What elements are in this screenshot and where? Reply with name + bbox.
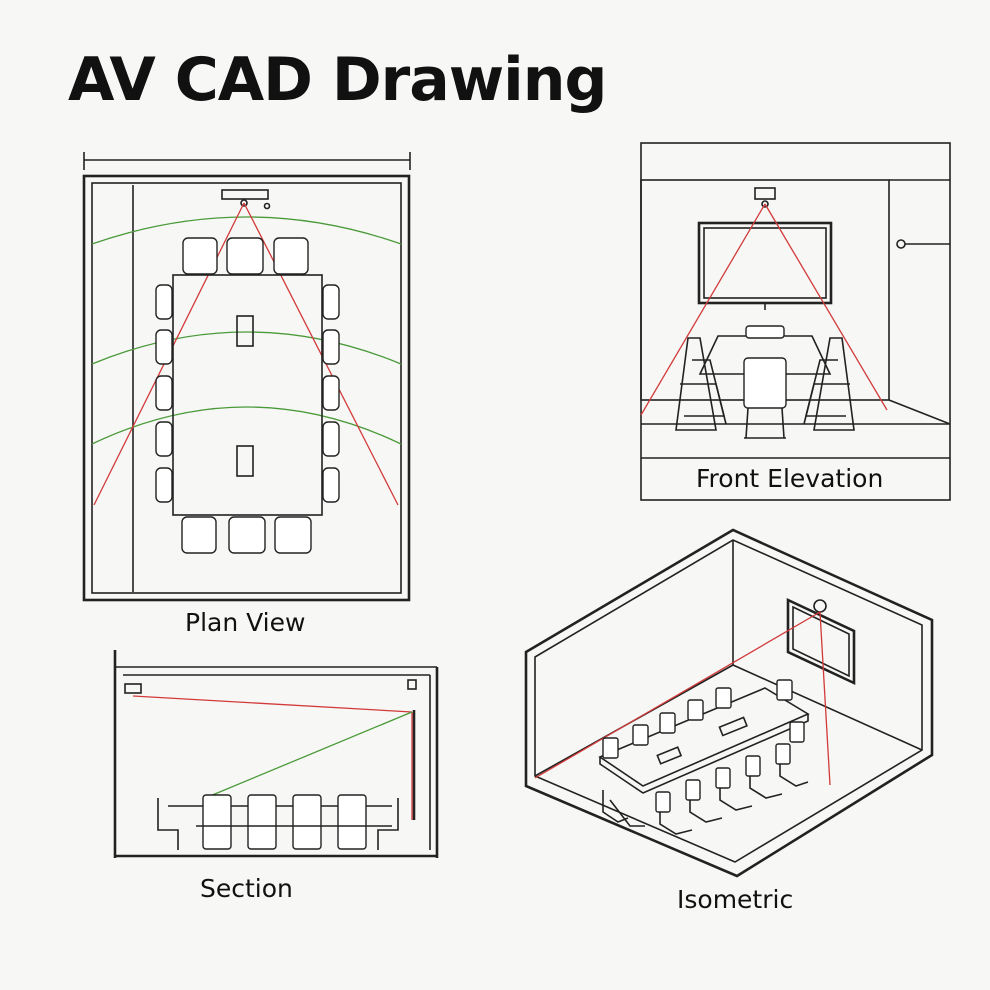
elevation-display [697,221,833,305]
iso-outer-box [524,528,934,878]
elevation-camera [754,187,776,200]
section-display-mount [407,679,417,690]
plan-view [82,152,411,602]
iso-floor-box-2 [718,716,748,737]
plan-view-label: Plan View [185,608,306,637]
iso-display-screen [792,605,850,678]
iso-floor-box-1 [656,746,683,765]
iso-chairs-front-row [602,721,809,835]
elevation-chairs [675,325,855,439]
plan-coverage-arc-3 [91,406,402,445]
iso-table-edge [599,714,809,794]
section-viewing-line [209,711,413,797]
elevation-camera-view-right [764,203,888,411]
elevation-display-screen [703,227,827,299]
plan-conference-table [172,274,323,516]
elevation-wall-plate-icon [896,239,906,249]
iso-table [598,687,810,787]
iso-camera-view-right [819,611,831,786]
isometric-label: Isometric [677,885,794,914]
elevation-floor-edge-right [888,399,951,425]
plan-mic-icon [263,202,271,210]
plan-outer-wall [82,174,411,602]
front-elevation-view [640,142,951,501]
section-label: Section [200,874,293,903]
plan-camera-bar [221,189,269,200]
plan-coverage-arc-2 [91,331,402,365]
plan-chairs-top [182,237,309,275]
iso-camera-icon [813,599,827,613]
section-chairs [157,794,399,850]
elevation-camera-lens-icon [761,200,769,208]
iso-display [786,597,856,686]
iso-chairs-back-row [602,679,793,759]
iso-camera-view-left [534,611,821,779]
plan-chairs-bottom [181,516,312,554]
elevation-camera-view-left [640,203,766,416]
plan-camera-view-right [243,202,399,506]
front-elevation-label: Front Elevation [696,464,884,493]
drawing-title: AV CAD Drawing [68,45,607,115]
plan-floor-box-1 [236,315,254,347]
elevation-frame [640,142,951,501]
section-camera-view-line [132,695,413,713]
section-camera [124,683,142,694]
plan-floor-box-2 [236,445,254,477]
plan-camera-icon [240,199,248,207]
section-view [113,650,439,858]
plan-coverage-arc-1 [91,216,402,245]
plan-chairs-right [322,284,340,503]
plan-inner-wall [91,182,402,594]
isometric-view [524,528,934,878]
iso-floor-right-edge [732,664,923,751]
plan-chairs-left [155,284,173,503]
